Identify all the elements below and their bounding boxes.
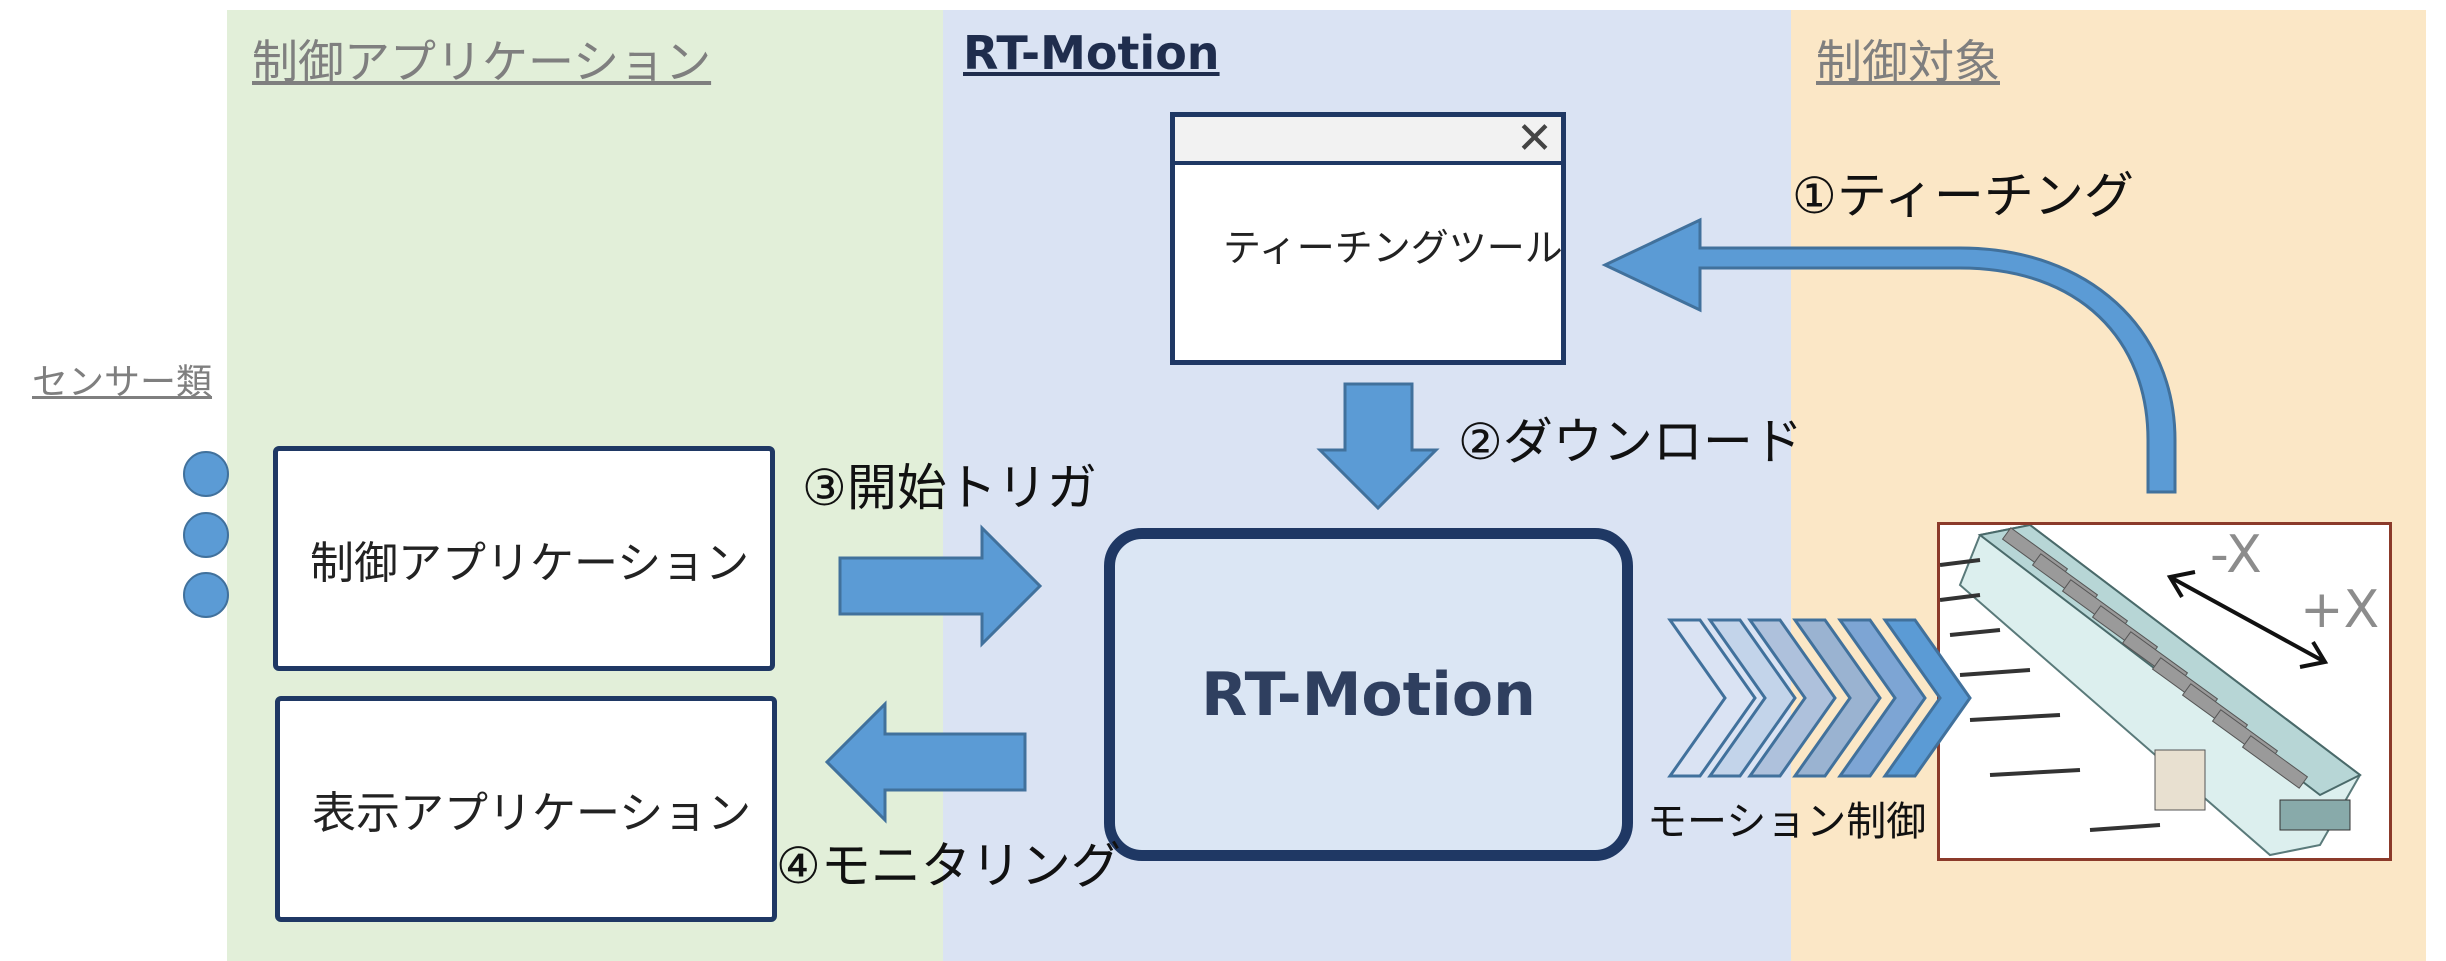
window-titlebar: ✕ <box>1175 113 1561 165</box>
sensor-dot-2 <box>183 512 229 558</box>
sensor-dot-1 <box>183 451 229 497</box>
zone-title-target: 制御対象 <box>1816 35 2000 89</box>
axis-plus-label: +X <box>2300 580 2380 640</box>
rt-motion-box: RT-Motion <box>1104 528 1633 861</box>
step-trigger-label: ③開始トリガ <box>802 459 1097 517</box>
sensor-label: センサー類 <box>32 362 213 403</box>
download-arrow <box>1316 382 1440 511</box>
axis-arrow <box>2166 570 2329 669</box>
teaching-arrow <box>1601 217 2177 494</box>
motion-control-label: モーション制御 <box>1647 799 1927 845</box>
motion-chevron-3 <box>1747 618 1837 778</box>
control-application-box: 制御アプリケーション <box>273 446 775 671</box>
zone-title-app: 制御アプリケーション <box>252 35 712 89</box>
motion-chevron-1 <box>1667 618 1757 778</box>
sensor-dot-3 <box>183 572 229 618</box>
motion-chevron-2 <box>1707 618 1797 778</box>
trigger-arrow <box>838 524 1043 648</box>
monitoring-arrow <box>824 700 1027 824</box>
close-icon: ✕ <box>1516 113 1553 164</box>
zone-title-rt: RT-Motion <box>963 26 1220 80</box>
conveyor-illustration <box>1940 525 2362 857</box>
teaching-tool-label: ティーチングツール <box>1223 226 1563 270</box>
step-monitoring-label: ④モニタリング <box>776 837 1121 895</box>
motion-chevron-4 <box>1792 618 1882 778</box>
step-download-label: ②ダウンロード <box>1458 413 1803 471</box>
step-teaching-label: ①ティーチング <box>1792 167 2134 225</box>
motion-chevrons <box>1667 618 1972 778</box>
axis-minus-label: -X <box>2210 525 2262 585</box>
conveyor-image <box>1937 522 2392 861</box>
teaching-tool-window: ✕ ティーチングツール <box>1170 112 1566 365</box>
display-application-box: 表示アプリケーション <box>275 696 777 922</box>
motion-chevron-6 <box>1882 618 1972 778</box>
motion-chevron-5 <box>1837 618 1927 778</box>
